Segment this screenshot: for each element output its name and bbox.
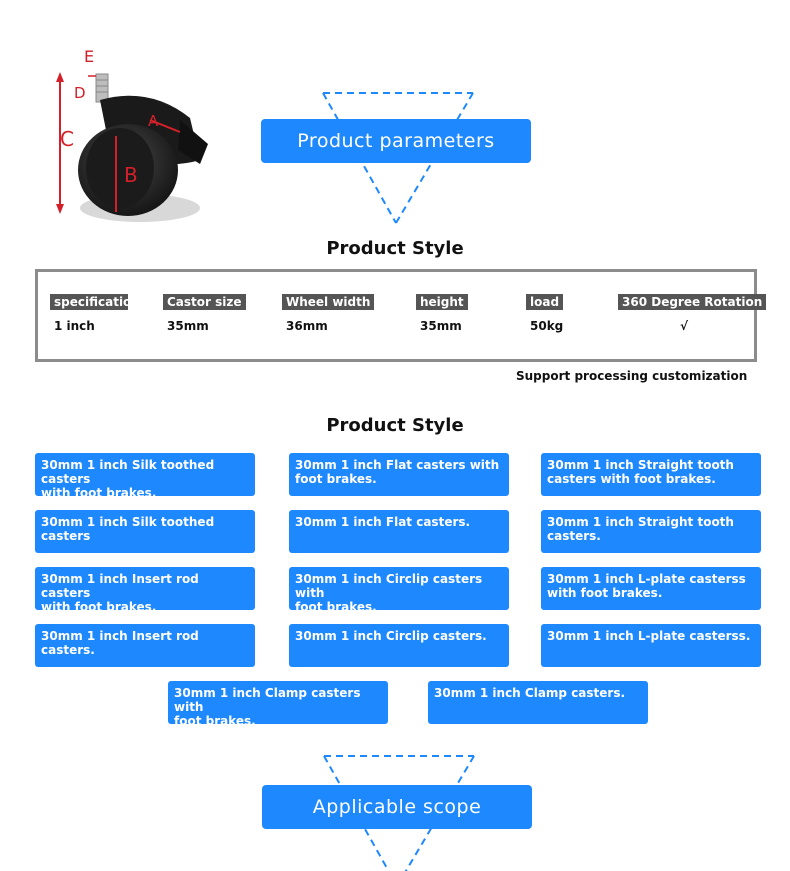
spec-value-specification: 1 inch [54,319,95,333]
dimension-label-e: E [84,47,94,66]
spec-value-rotation: √ [680,319,689,333]
product-parameters-banner: Product parameters [261,119,531,163]
style-tile[interactable]: 30mm 1 inch L-plate casterss. [541,624,761,667]
spec-header-castor-size: Castor size [163,294,246,310]
dimension-label-a: A [148,112,159,130]
spec-header-load: load [526,294,564,310]
style-tile[interactable]: 30mm 1 inch Circlip casters. [289,624,509,667]
specification-table: specification Castor size Wheel width he… [35,269,767,362]
spec-header-height: height [416,294,468,310]
style-tile[interactable]: 30mm 1 inch Clamp casters. [428,681,648,724]
product-parameters-section: Product parameters [261,91,531,224]
product-style-heading-2: Product Style [326,415,464,436]
style-tile[interactable]: 30mm 1 inch Silk toothed casters with fo… [35,453,255,496]
dimension-label-b: B [124,163,138,187]
dimension-label-c: C [60,127,74,151]
style-tile[interactable]: 30mm 1 inch Circlip casters with foot br… [289,567,509,610]
dimension-label-d: D [74,84,86,102]
style-tile[interactable]: 30mm 1 inch L-plate casterss with foot b… [541,567,761,610]
style-tile[interactable]: 30mm 1 inch Straight tooth casters. [541,510,761,553]
style-tile[interactable]: 30mm 1 inch Flat casters with foot brake… [289,453,509,496]
style-tile[interactable]: 30mm 1 inch Clamp casters with foot brak… [168,681,388,724]
spec-value-castor-size: 35mm [167,319,209,333]
product-style-heading-1: Product Style [326,238,464,259]
spec-header-rotation: 360 Degree Rotation [618,294,767,310]
spec-header-wheel-width: Wheel width [282,294,375,310]
style-tile[interactable]: 30mm 1 inch Insert rod casters. [35,624,255,667]
caster-dimension-figure: E D C B A [56,47,208,222]
style-tile[interactable]: 30mm 1 inch Flat casters. [289,510,509,553]
applicable-scope-section: Applicable scope [262,754,532,871]
spec-header-specification: specification [50,294,128,310]
style-tile[interactable]: 30mm 1 inch Insert rod casters with foot… [35,567,255,610]
style-tile[interactable]: 30mm 1 inch Silk toothed casters [35,510,255,553]
spec-value-load: 50kg [530,319,564,333]
spec-value-wheel-width: 36mm [286,319,328,333]
spec-value-height: 35mm [420,319,462,333]
applicable-scope-banner: Applicable scope [262,785,532,829]
style-tile[interactable]: 30mm 1 inch Straight tooth casters with … [541,453,761,496]
support-customization-note: Support processing customization [516,369,748,383]
